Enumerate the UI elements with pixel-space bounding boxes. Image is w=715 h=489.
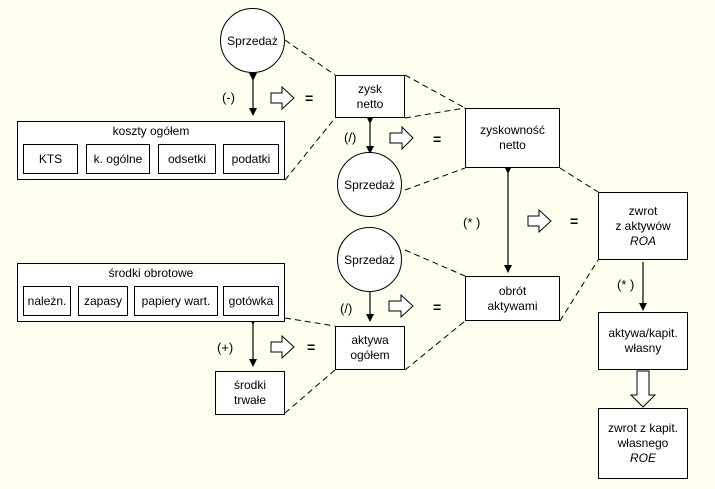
obrotowe-item-naleznosci: należn.: [23, 286, 71, 316]
aktywa-kapit-box: aktywa/kapit. własny: [598, 312, 688, 370]
obrotowe-group: środki obrotowe należn. zapasy papiery w…: [17, 263, 285, 322]
op-plus: (+): [217, 340, 234, 355]
dash-sprzedaz-zysk: [284, 39, 336, 76]
koszty-item-kts: KTS: [23, 144, 78, 174]
aktywa-ogolem-box: aktywa ogółem: [335, 326, 405, 370]
koszty-title: koszty ogółem: [112, 124, 190, 138]
op-div-1: (/): [344, 130, 357, 145]
zyskownosc-netto-box: zyskowność netto: [465, 108, 560, 168]
roe-box: zwrot z kapit. własnego ROE: [598, 408, 688, 479]
sprzedaz-low-label: Sprzedaż: [344, 252, 395, 267]
dash-zysk-zyskownosc-top: [404, 74, 466, 109]
op-minus: (-): [222, 90, 235, 105]
op-div-2: (/): [340, 301, 353, 316]
roe-acronym: ROE: [629, 451, 656, 465]
sprzedaz-top-circle: Sprzedaż: [220, 8, 285, 73]
obrotowe-item-gotowka: gotówka: [223, 286, 279, 316]
obrotowe-item-papiery: papiery wart.: [134, 286, 218, 316]
block-arrow-5: [270, 334, 295, 360]
op-mult-1: (* ): [463, 215, 481, 230]
obrot-aktywami-box: obrót aktywami: [465, 276, 560, 321]
dash-obrotowe-aktywa: [284, 317, 336, 327]
roa-box: zwrot z aktywów ROA: [598, 192, 688, 260]
block-arrow-4: [388, 293, 414, 319]
sprzedaz-mid-circle: Sprzedaż: [337, 152, 402, 217]
obrotowe-title: środki obrotowe: [108, 266, 194, 280]
block-arrow-2: [389, 125, 414, 151]
sprzedaz-top-label: Sprzedaż: [227, 33, 278, 48]
srodki-trwale-box: środki trwałe: [215, 371, 285, 415]
eq-1: =: [305, 90, 314, 106]
dash-koszty-zysk: [284, 117, 336, 181]
dash-zysk-zyskownosc-bottom: [404, 107, 466, 119]
koszty-item-k-ogolne: k. ogólne: [86, 144, 150, 174]
dash-aktywa-obrot: [404, 320, 466, 371]
koszty-group: koszty ogółem KTS k. ogólne odsetki poda…: [17, 121, 285, 180]
obrotowe-item-zapasy: zapasy: [78, 286, 128, 316]
block-arrow-3: [527, 208, 552, 234]
roe-label: zwrot z kapit. własnego: [607, 421, 679, 450]
sprzedaz-mid-label: Sprzedaż: [344, 177, 395, 192]
roa-label: zwrot z aktywów: [615, 203, 671, 233]
koszty-item-podatki: podatki: [223, 144, 279, 174]
dash-sprzedaz-obrot: [404, 249, 466, 277]
eq-4: =: [433, 299, 442, 315]
roa-acronym: ROA: [629, 233, 656, 248]
dash-obrot-roa: [559, 259, 599, 322]
block-arrow-down: [629, 370, 657, 408]
dash-trwale-aktywa: [284, 369, 336, 414]
eq-3: =: [570, 213, 579, 229]
dash-sprzedaz-zyskownosc: [404, 167, 466, 191]
koszty-item-odsetki: odsetki: [158, 144, 216, 174]
eq-2: =: [433, 131, 442, 147]
eq-5: =: [307, 339, 316, 355]
zysk-netto-box: zysk netto: [335, 75, 405, 118]
sprzedaz-low-circle: Sprzedaż: [337, 227, 402, 292]
dash-zyskownosc-roa: [559, 167, 599, 193]
block-arrow-1: [270, 85, 295, 111]
op-mult-2: (* ): [617, 277, 635, 292]
